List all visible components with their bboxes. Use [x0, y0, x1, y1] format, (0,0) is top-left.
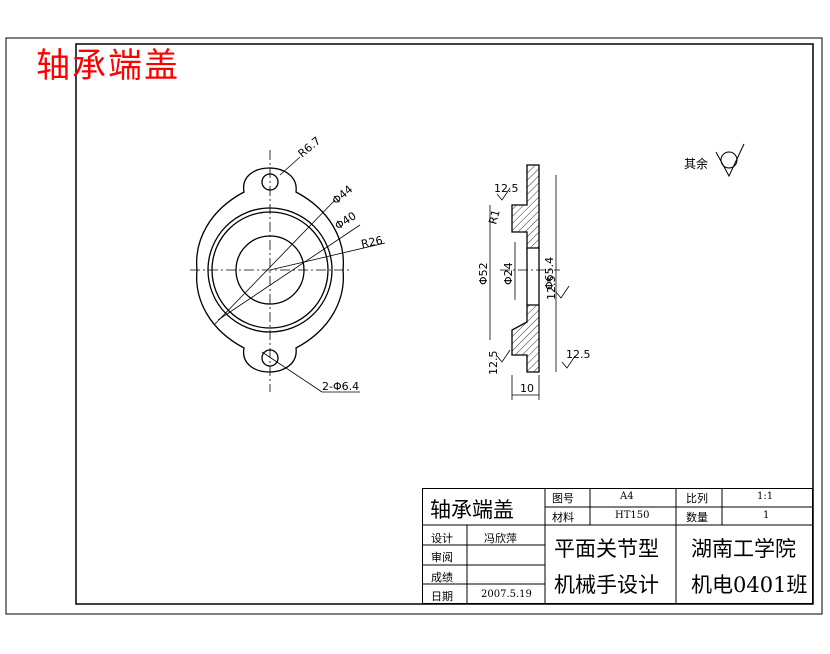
- quantity-label: 数量: [686, 511, 708, 524]
- front-hole-top: [261, 173, 279, 191]
- roughness-general-symbol: [715, 143, 745, 178]
- front-view: [190, 150, 386, 393]
- dim-rough-bottom: 12.5: [487, 351, 500, 376]
- dim-rough-right: 12.5: [566, 348, 591, 361]
- front-outline: [196, 167, 344, 373]
- date-value: 2007.5.19: [481, 589, 532, 600]
- front-circle-phi44: [207, 207, 333, 333]
- drawing-no-label: 图号: [552, 492, 574, 505]
- review-label: 审阅: [431, 551, 453, 564]
- project-line1: 平面关节型: [554, 537, 659, 561]
- material-label: 材料: [552, 511, 574, 524]
- project-line2: 机械手设计: [554, 573, 659, 597]
- inner-border: [75, 43, 814, 605]
- dim-phi40: Φ40: [333, 209, 359, 232]
- rough-top-symbol: [496, 187, 511, 201]
- material-value: HT150: [615, 510, 650, 521]
- leader-r26: [269, 242, 386, 271]
- rough-mid-symbol: [555, 285, 570, 299]
- roughness-note: 其余: [684, 156, 708, 171]
- scale-label: 比列: [686, 492, 708, 505]
- leader-r6-7: [279, 156, 301, 176]
- dim-phi24: Φ24: [502, 262, 515, 285]
- dim-phi65: Φ65.4: [543, 257, 556, 290]
- rough-bottom-symbol: [496, 349, 511, 363]
- drawing-no-value: A4: [620, 491, 634, 502]
- front-hole-bottom: [261, 349, 279, 367]
- title-block-frame: [422, 488, 813, 604]
- dim-rough-mid: 12.5: [545, 276, 558, 301]
- dim-thickness: 10: [520, 382, 534, 395]
- front-circle-phi40: [211, 211, 329, 329]
- school-line1: 湖南工学院: [691, 537, 796, 561]
- designer-name: 冯欣萍: [484, 532, 517, 545]
- school-line2: 机电0401班: [691, 573, 808, 597]
- design-label: 设计: [431, 532, 453, 545]
- section-view: [489, 164, 576, 400]
- section-lower-hatch: [511, 304, 540, 373]
- front-circle-bore: [235, 235, 305, 305]
- drawing-title: 轴承端盖: [36, 46, 180, 86]
- score-label: 成绩: [431, 571, 453, 584]
- dim-rough-top: 12.5: [494, 182, 519, 195]
- part-name: 轴承端盖: [430, 498, 514, 522]
- outer-border: [5, 37, 823, 615]
- dim-r6-7: R6.7: [296, 134, 324, 160]
- date-label: 日期: [431, 590, 453, 603]
- dim-r26: R26: [360, 234, 384, 251]
- dim-phi44: Φ44: [330, 183, 356, 208]
- leader-phi40: [217, 224, 361, 321]
- quantity-value: 1: [763, 510, 770, 521]
- rough-right-symbol: [561, 355, 576, 369]
- leader-holes: [261, 351, 323, 393]
- leader-phi44: [213, 199, 336, 326]
- dim-fillet: R1: [486, 208, 502, 226]
- dim-holes: 2-Φ6.4: [322, 380, 359, 393]
- scale-value: 1:1: [757, 491, 774, 502]
- section-upper-hatch: [511, 164, 540, 249]
- title-block-grid: [422, 488, 813, 604]
- dim-phi52: Φ52: [477, 262, 490, 285]
